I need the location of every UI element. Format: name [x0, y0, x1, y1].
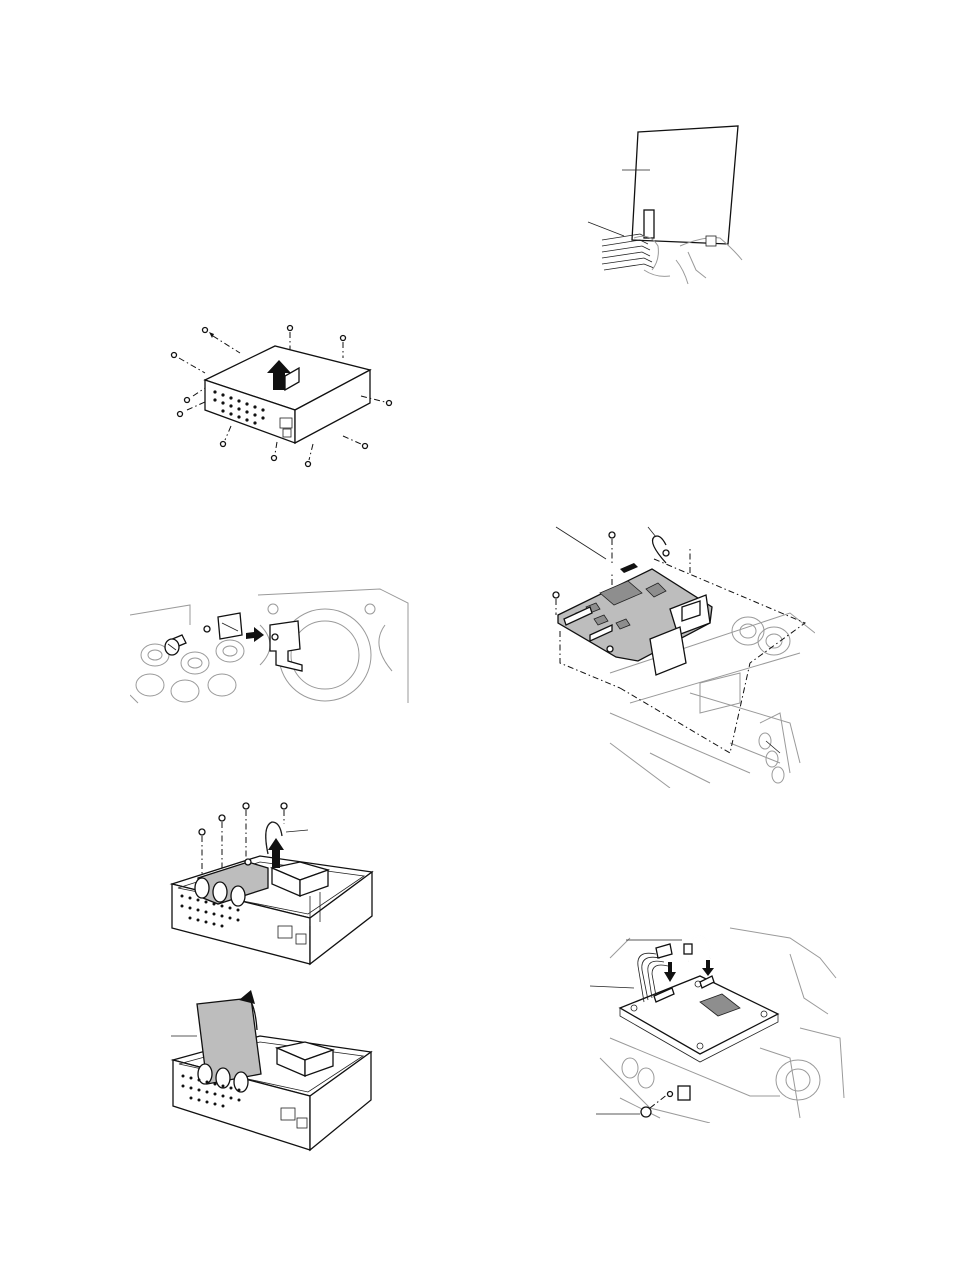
figure-board-lift-out — [165, 990, 380, 1160]
figure-board-screws-removal — [160, 796, 380, 971]
figure-cable-connection-detail — [590, 918, 845, 1123]
figure-connector-bracket-detail — [130, 585, 410, 705]
figure-board-connector-detail — [584, 120, 744, 290]
figure-top-cover-removal — [165, 318, 405, 478]
figure-board-mounting-exploded — [550, 523, 815, 788]
